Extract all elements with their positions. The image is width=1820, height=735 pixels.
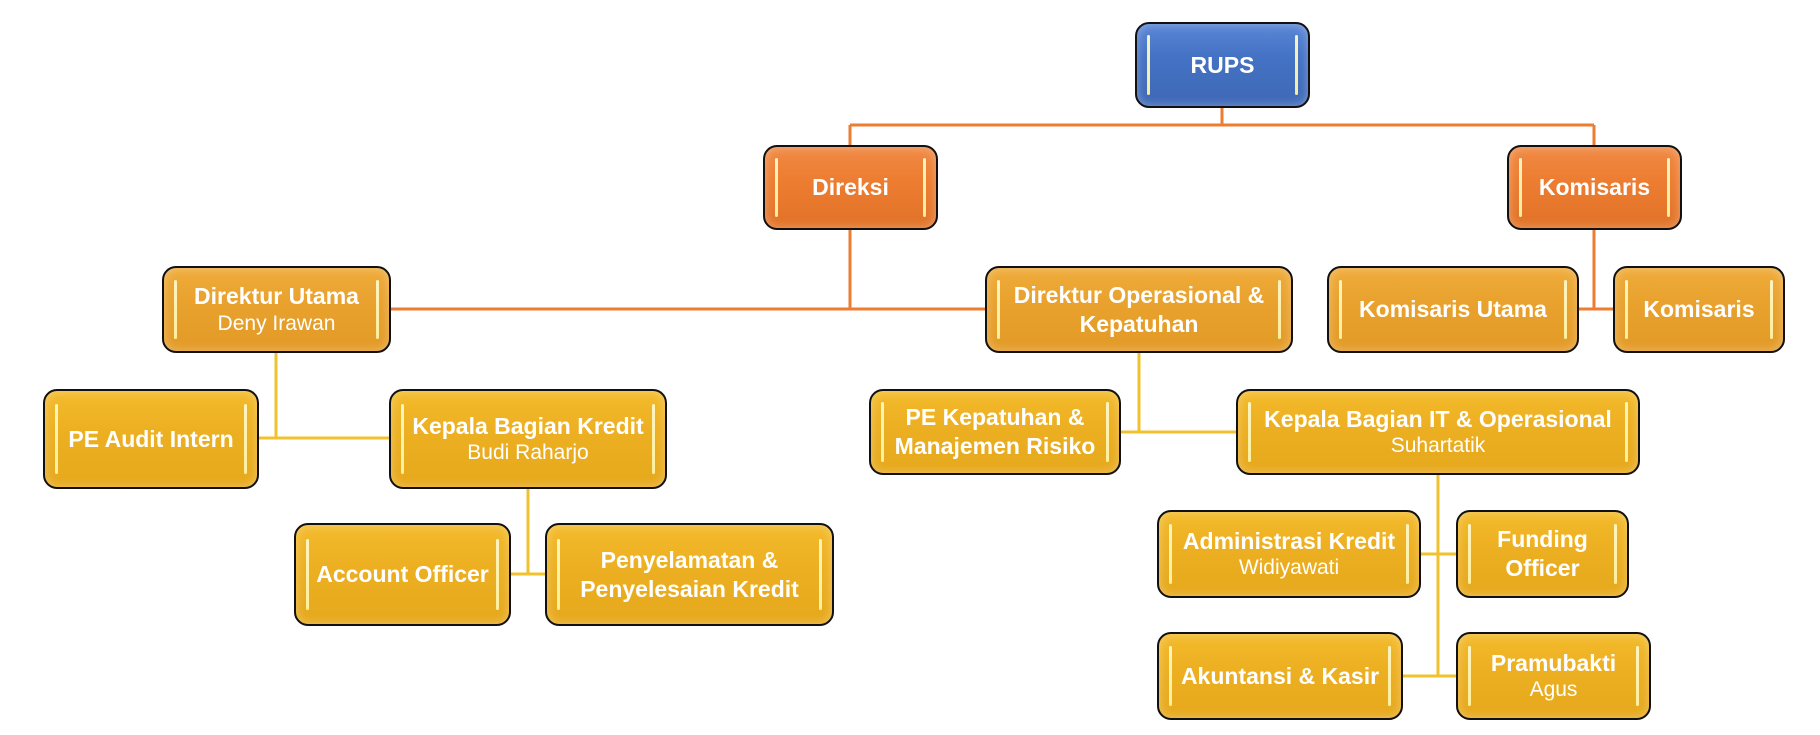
node-title: Pramubakti — [1490, 649, 1617, 676]
node-komisaris-utama: Komisaris Utama — [1327, 266, 1579, 353]
node-title: Direksi — [812, 174, 889, 201]
connector-direktur-utama — [259, 353, 389, 440]
node-title-line1: PE Kepatuhan & — [905, 404, 1085, 431]
node-title-line1: Penyelamatan & — [600, 546, 779, 573]
node-title-line2: Manajemen Risiko — [894, 433, 1096, 459]
connector-direksi — [391, 230, 985, 311]
connector-direktur-operasional — [1121, 353, 1236, 434]
node-title: PE Audit Intern — [68, 425, 234, 452]
node-title: Kepala Bagian Kredit — [412, 412, 644, 439]
connector-kepala-kredit — [511, 489, 545, 576]
node-title: Akuntansi & Kasir — [1180, 662, 1380, 689]
node-title-line2: Officer — [1505, 555, 1580, 581]
node-title-line2: Penyelesaian Kredit — [580, 575, 799, 602]
node-kepala-bagian-kredit: Kepala Bagian Kredit Budi Raharjo — [389, 389, 667, 489]
node-account-officer: Account Officer — [294, 523, 511, 626]
node-title: Administrasi Kredit — [1182, 527, 1396, 554]
connector-kepala-it — [1403, 475, 1456, 678]
node-person: Suhartatik — [1390, 434, 1486, 458]
node-penyelamatan: Penyelamatan & Penyelesaian Kredit — [545, 523, 834, 626]
connector-rups — [848, 108, 1596, 145]
node-title: Kepala Bagian IT & Operasional — [1264, 405, 1612, 432]
node-direktur-operasional: Direktur Operasional & Kepatuhan — [985, 266, 1293, 353]
node-direktur-utama: Direktur Utama Deny Irawan — [162, 266, 391, 353]
node-title: Direktur Utama — [194, 283, 359, 309]
node-pe-audit-intern: PE Audit Intern — [43, 389, 259, 489]
node-title-line2: Kepatuhan — [1079, 310, 1199, 337]
node-person: Budi Raharjo — [467, 441, 589, 465]
node-pramubakti: Pramubakti Agus — [1456, 632, 1651, 720]
node-direksi: Direksi — [763, 145, 938, 230]
node-pe-kepatuhan: PE Kepatuhan & Manajemen Risiko — [869, 389, 1121, 475]
node-komisaris-group: Komisaris — [1507, 145, 1682, 230]
node-title: Komisaris — [1643, 296, 1755, 323]
node-person: Deny Irawan — [217, 311, 336, 335]
node-title-line1: Direktur Operasional & — [1013, 281, 1265, 308]
node-title: Account Officer — [316, 561, 489, 588]
node-kepala-bagian-it: Kepala Bagian IT & Operasional Suhartati… — [1236, 389, 1640, 475]
node-title-line1: Funding — [1497, 526, 1588, 553]
node-administrasi-kredit: Administrasi Kredit Widiyawati — [1157, 510, 1421, 598]
node-akuntansi-kasir: Akuntansi & Kasir — [1157, 632, 1403, 720]
node-funding-officer: Funding Officer — [1456, 510, 1629, 598]
node-person: Widiyawati — [1238, 556, 1340, 580]
connector-komisaris — [1579, 230, 1613, 311]
node-title: Komisaris Utama — [1359, 296, 1547, 323]
node-komisaris: Komisaris — [1613, 266, 1785, 353]
node-title: Komisaris — [1538, 174, 1651, 201]
node-person: Agus — [1529, 678, 1578, 702]
node-title: RUPS — [1190, 51, 1255, 78]
node-rups: RUPS — [1135, 22, 1310, 108]
